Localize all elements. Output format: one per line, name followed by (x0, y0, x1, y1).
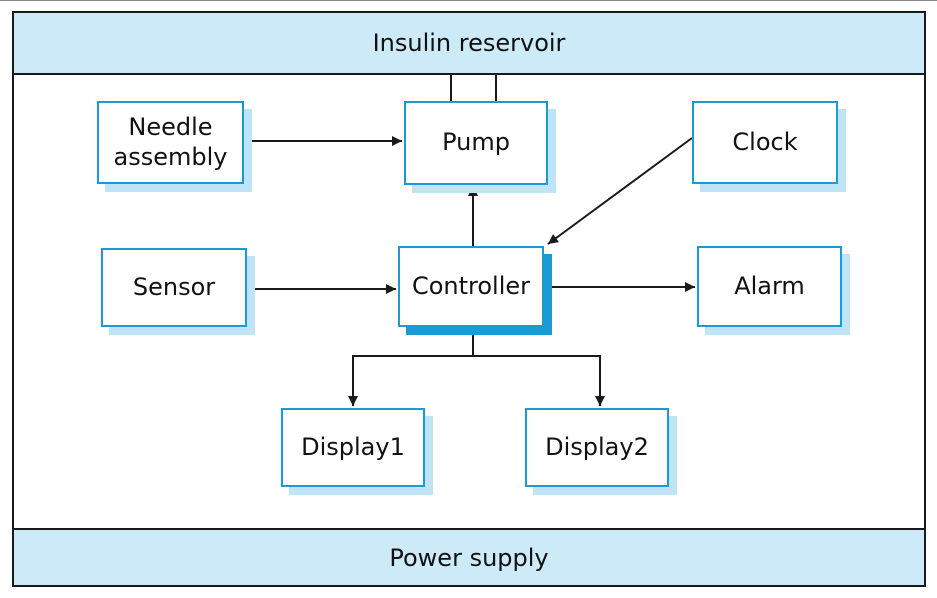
controller-label: Controller (411, 271, 531, 300)
arrow-clock-to-controller (547, 137, 693, 245)
sensor-box: Sensor (101, 248, 247, 327)
insulin-reservoir-label: Insulin reservoir (372, 29, 566, 57)
pump-box: Pump (404, 101, 548, 185)
insulin-reservoir-band: Insulin reservoir (12, 11, 926, 75)
display2-label: Display2 (545, 432, 649, 461)
clock-box: Clock (692, 101, 838, 184)
display1-label: Display1 (301, 432, 405, 461)
top-rule (0, 0, 937, 1)
alarm-box: Alarm (697, 246, 842, 327)
power-supply-label: Power supply (389, 543, 549, 572)
needle-assembly-box: Needle assembly (97, 101, 244, 184)
pump-label: Pump (442, 128, 510, 157)
display2-box: Display2 (525, 408, 669, 487)
power-supply-band: Power supply (12, 528, 926, 587)
alarm-label: Alarm (734, 271, 805, 300)
needle-label-line2: assembly (113, 142, 228, 171)
display1-box: Display1 (281, 408, 425, 487)
controller-box: Controller (398, 246, 544, 327)
needle-label-line1: Needle (128, 113, 213, 142)
clock-label: Clock (732, 127, 798, 156)
sensor-label: Sensor (132, 272, 216, 301)
